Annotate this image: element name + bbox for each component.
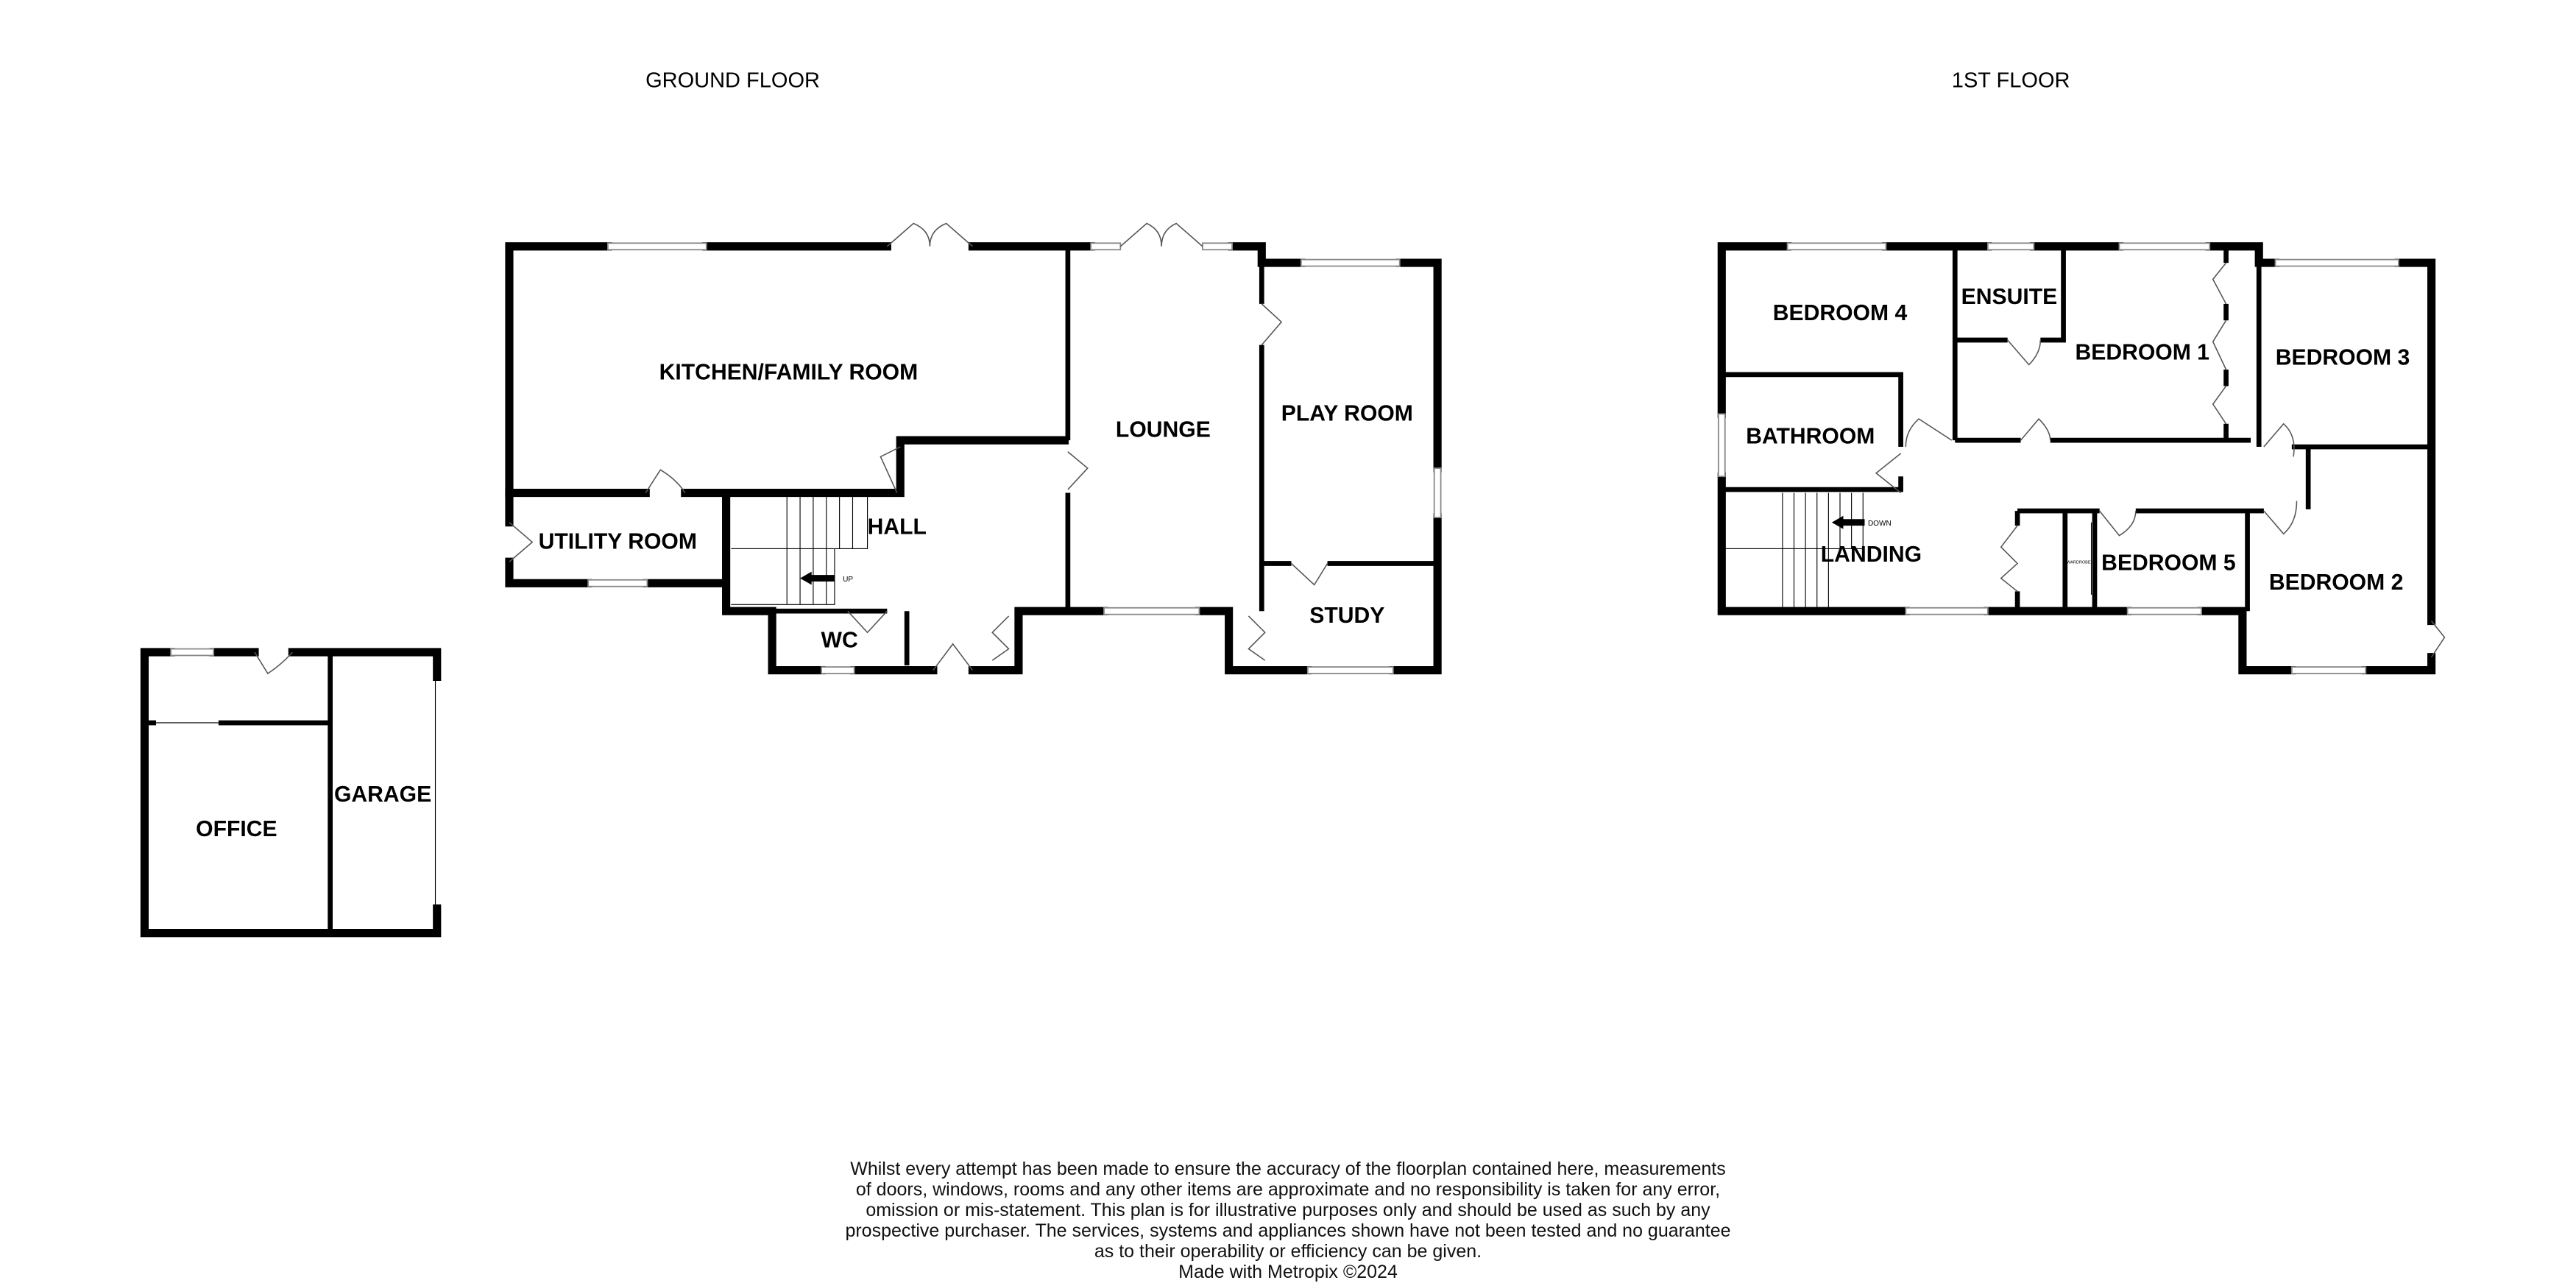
room-label-ensuite: ENSUITE [1961,285,2058,309]
stairs-up-label: UP [843,576,853,584]
room-label-study: STUDY [1309,604,1384,628]
room-label-garage: GARAGE [334,782,431,807]
outbuilding-plan: OFFICE GARAGE [140,648,442,938]
windows [587,242,1442,674]
wardrobe-label: WARDROBE [2067,560,2091,565]
stairs-arrow-icon [1831,515,1865,529]
doors [1875,262,2446,658]
first-floor-title: 1ST FLOOR [1952,68,2070,92]
credit: Made with Metropix ©2024 [1178,1262,1398,1282]
room-label-lounge: LOUNGE [1116,418,1211,442]
room-label-office: OFFICE [196,817,277,841]
room-label-bedroom-3: BEDROOM 3 [2276,345,2410,370]
disclaimer-line: as to their operability or efficiency ca… [1094,1241,1482,1262]
room-label-wc: WC [821,628,858,652]
room-label-bedroom-5: BEDROOM 5 [2101,551,2235,575]
room-label-bedroom-1: BEDROOM 1 [2075,341,2209,365]
room-label-play-room: PLAY ROOM [1281,401,1413,425]
ground-floor-title: GROUND FLOOR [645,68,820,92]
disclaimer: Whilst every attempt has been made to en… [810,1159,1766,1282]
windows [1717,242,2399,674]
room-label-bathroom: BATHROOM [1746,425,1875,449]
room-label-utility: UTILITY ROOM [539,529,697,554]
room-label-bedroom-4: BEDROOM 4 [1773,301,1908,325]
stairs-down-label: DOWN [1868,520,1892,528]
room-label-bedroom-2: BEDROOM 2 [2269,570,2403,595]
ground-floor-plan: UP KITCHEN/FAMILY ROOM LOUNGE PLAY ROOM … [505,222,1442,675]
room-label-kitchen: KITCHEN/FAMILY ROOM [659,361,919,385]
staircase: DOWN WARDROBE [1724,492,2092,608]
doors [509,222,1328,671]
first-floor-plan: DOWN WARDROBE BEDROOM 4 ENSUITE BEDROOM … [1717,242,2446,675]
disclaimer-line: omission or mis-statement. This plan is … [866,1200,1710,1220]
stairs-arrow-icon [800,571,835,585]
disclaimer-line: Whilst every attempt has been made to en… [850,1159,1726,1179]
disclaimer-line: prospective purchaser. The services, sys… [845,1220,1731,1241]
disclaimer-line: of doors, windows, rooms and any other i… [855,1179,1721,1200]
room-label-landing: LANDING [1821,542,1922,567]
room-label-hall: HALL [868,515,927,539]
staircase: UP [731,495,868,605]
